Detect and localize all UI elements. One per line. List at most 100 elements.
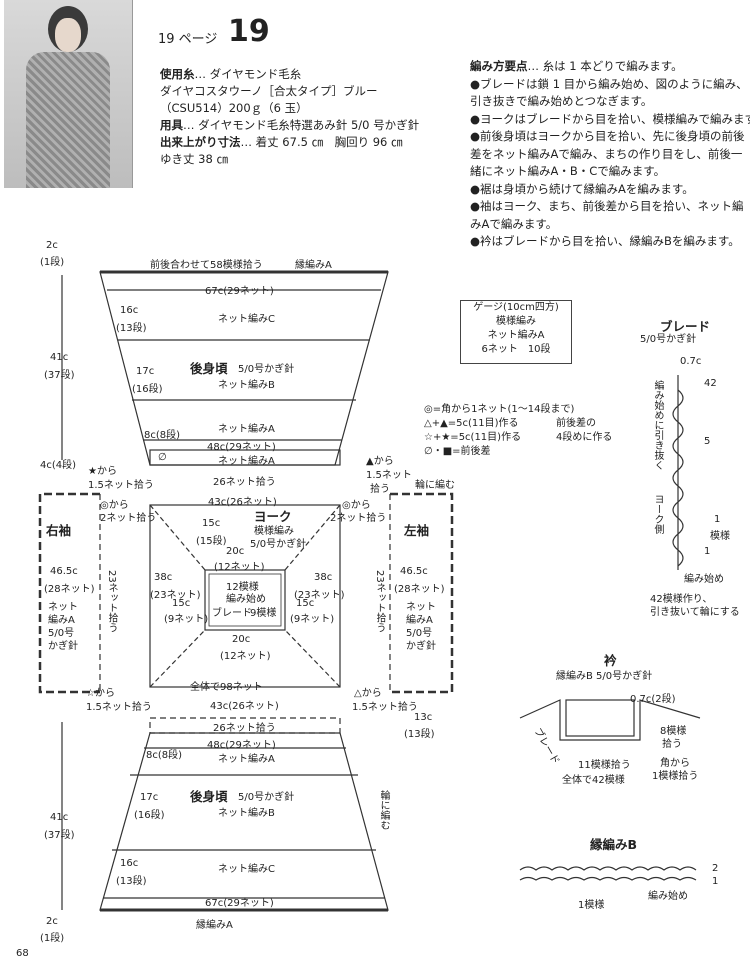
braid-vert-2: ヨーク側 [652,494,663,534]
sleeve-l-from-tri3: 拾う [370,484,390,495]
collar-bottom-2: 全体で42模様 [562,775,625,786]
yoke-side-38b-nets: (23ネット) [294,590,345,601]
yoke-hook: 5/0号かぎ針 [250,539,307,550]
front-net-b: ネット編みB [218,380,275,391]
front-height-41-rows: (37段) [44,370,75,381]
back-width-48: 48c(29ネット) [207,740,276,751]
braid-start: 編み始め [684,574,724,585]
edge-b-start: 編み始め [648,891,688,902]
front-side-17: 17c [136,366,155,377]
back-height-41-rows: (37段) [44,830,75,841]
sleeve-r-from-ws: ☆から [86,688,115,699]
sleeve-r-pick: 23ネット拾う [106,570,117,633]
front-width-48: 48c(29ネット) [207,442,276,453]
yoke-side-15l: 15c [172,598,191,609]
yoke-side-15rr: 15c [296,598,315,609]
front-hook: 5/0号かぎ針 [238,364,295,375]
yoke-side-38b: 38c [314,572,333,583]
yoke-center-3: ブレード [212,608,252,619]
yoke-width-43b: 43c(26ネット) [210,701,279,712]
front-net-a: ネット編みA [218,424,275,435]
sleeve-r-p4: かぎ針 [48,641,78,652]
sleeve-r-p3: 5/0号 [48,628,75,639]
page-label: 19 ページ [158,32,218,47]
materials-block: 使用糸… ダイヤモンド毛糸 ダイヤコスタウーノ［合太タイプ］ブルー （CSU51… [160,67,420,166]
braid-title: ブレード [660,319,711,334]
yoke-width-20b: 20c [232,634,251,645]
sleeve-r-width-nets: (28ネット) [44,584,95,595]
front-sym-null: ∅ [158,452,167,463]
yoke-pattern: 模様編み [254,526,294,537]
page-number: 68 [16,948,29,959]
instruction-line: 引き抜きで編み始めとつなぎます。 [470,94,653,108]
yoke-width-43: 43c(26ネット) [208,497,277,508]
braid-row-5: 5 [704,436,711,447]
front-net-a-2: ネット編みA [218,456,275,467]
sleeve-l-pick: 23ネット拾う [374,570,385,633]
back-ring: 輪に編む [378,790,389,830]
back-net-a: ネット編みA [218,754,275,765]
sleeve-l-p4: かぎ針 [406,641,436,652]
front-side-17-rows: (16段) [132,384,163,395]
back-title: 後身頃 [190,789,228,804]
instruction-line: ●ヨークはブレードから目を拾い、模様編みで編みます [470,111,750,126]
yoke-side-38: 38c [154,572,173,583]
braid-size: 0.7c [680,356,702,367]
collar-size: 0.7c(2段) [630,694,676,705]
back-pick-26: 26ネット拾う [213,723,276,734]
sleeve-l-h13: 13c [414,712,433,723]
front-side-16-rows: (13段) [116,323,147,334]
yoke-width-20-nets: (12ネット) [214,562,265,573]
yoke-width-20: 20c [226,546,245,557]
yoke-side-15-rows: (15段) [196,536,227,547]
collar-title: 衿 [604,653,617,668]
collar-right-1: 8模様 [660,726,687,737]
back-side-16-rows: (13段) [116,876,147,887]
sleeve-l-p1: ネット [406,602,436,613]
sleeve-l-p2: 編みA [406,615,433,626]
sleeve-r-from-star: ★から [88,466,117,477]
braid-row-1: 1 [704,546,711,557]
front-side-16: 16c [120,305,139,316]
braid-unit-2: 模様 [710,531,730,542]
yoke-side-38-nets: (23ネット) [150,590,201,601]
sleeve-r-p1: ネット [48,602,78,613]
front-net-c: ネット編みC [218,314,275,325]
back-side-8: 8c(8段) [146,750,183,761]
instruction-line: ●ブレードは鎖 1 目から編み始め、図のように編み、 [470,76,748,91]
sleeve-l-ring: 輪に編む [415,480,455,491]
sleeve-r-from-star2: 1.5ネット拾う [88,480,154,491]
sleeve-r-from-o2: 2ネット拾う [100,513,157,524]
sleeve-r-from-o: ◎から [100,500,129,511]
legend-bracket-1: 前後差の [556,418,596,429]
sleeve-l-width: 46.5c [400,566,428,577]
back-height-41: 41c [50,812,69,823]
model-photo [4,0,133,188]
back-hook: 5/0号かぎ針 [238,792,295,803]
legend-bracket-2: 4段めに作る [556,432,613,443]
sleeve-l-width-nets: (28ネット) [394,584,445,595]
front-edge-top: 縁編みA [295,260,332,271]
back-side-17: 17c [140,792,159,803]
yoke-center-4: 9模様 [250,608,277,619]
back-height-2-rows: (1段) [40,933,65,944]
back-edge-bottom: 縁編みA [196,920,233,931]
edge-b-row-1: 1 [712,876,719,887]
back-width-67: 67c(29ネット) [205,898,274,909]
instructions-block: 編み方要点… 糸は 1 本どりで編みます。 ●ブレードは鎖 1 目から編み始め、… [470,58,750,251]
collar-sub: 縁編みB 5/0号かぎ針 [556,671,653,682]
collar-right-3: 角から [660,758,690,769]
collar-right-2: 拾う [662,739,682,750]
front-height-2-rows: (1段) [40,257,65,268]
sleeve-r-p2: 編みA [48,615,75,626]
edge-b-row-2: 2 [712,863,719,874]
front-pick-26: 26ネット拾う [213,477,276,488]
front-height-4: 4c(4段) [40,460,77,471]
front-height-2: 2c [46,240,58,251]
back-side-17-rows: (16段) [134,810,165,821]
braid-row-42: 42 [704,378,717,389]
instruction-line: 緒にネット編みA・B・Cで編みます。 [470,164,666,178]
yoke-title: ヨーク [254,509,292,524]
legend-line-2: △+▲=5c(11目)作る [424,418,519,429]
